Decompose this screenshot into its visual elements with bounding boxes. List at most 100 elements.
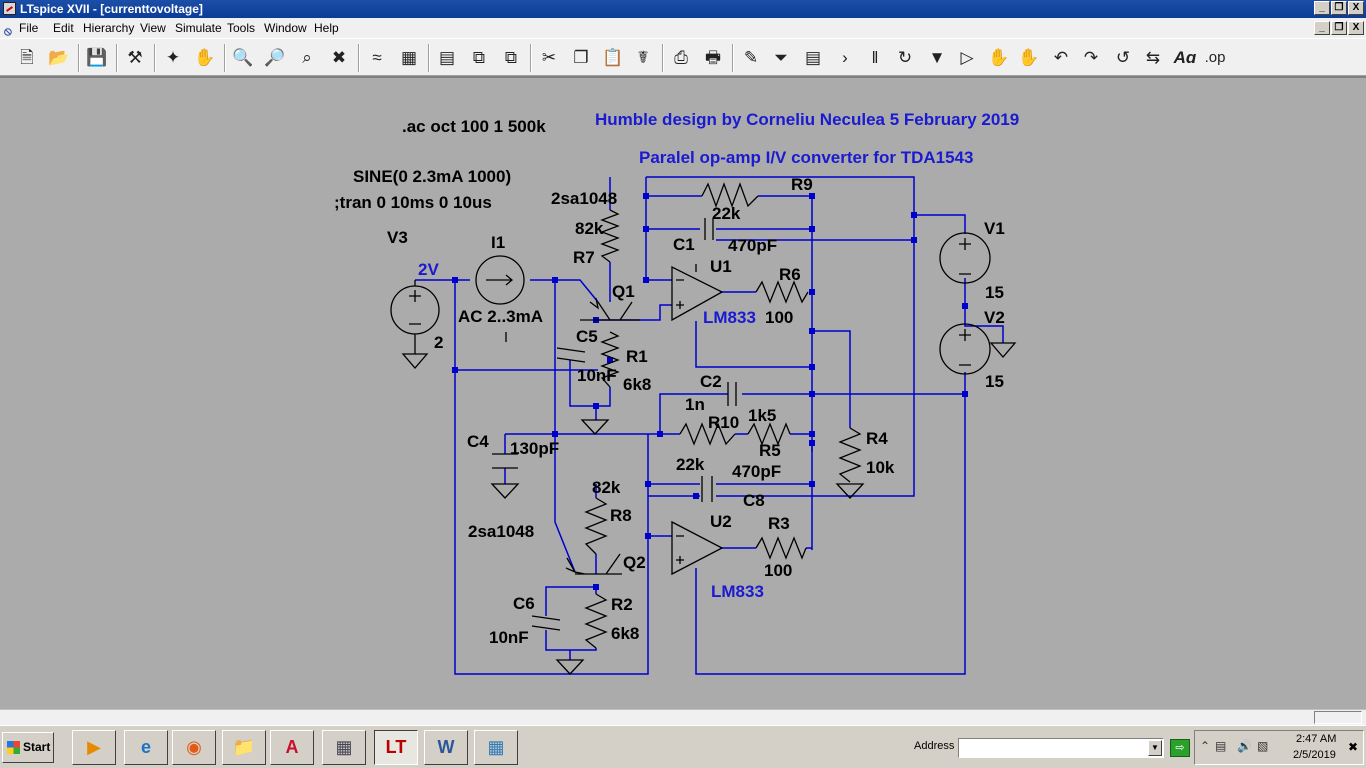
v2-label[interactable]: V2 — [984, 308, 1005, 327]
menu-window[interactable]: Window — [264, 21, 307, 35]
schematic-canvas[interactable]: .ac oct 100 1 500k Humble design by Corn… — [0, 76, 1366, 709]
u1-label[interactable]: U1 — [710, 257, 732, 276]
v1-label[interactable]: V1 — [984, 219, 1005, 238]
network-icon[interactable]: ▤ — [1215, 739, 1227, 753]
move-icon[interactable]: ✋ — [988, 48, 1010, 67]
inductor-icon[interactable]: ↻ — [897, 48, 913, 67]
control-panel-icon[interactable]: ⚒ — [127, 48, 143, 67]
rotate-icon[interactable]: ↺ — [1115, 48, 1131, 67]
wire[interactable] — [454, 280, 672, 675]
r1-symbol[interactable] — [600, 331, 620, 388]
r6-label[interactable]: R6 — [779, 265, 801, 284]
text-icon[interactable]: Aɑ — [1173, 48, 1197, 67]
wire[interactable] — [569, 360, 611, 407]
v1-symbol[interactable] — [939, 232, 991, 284]
ground-icon[interactable]: ⏷ — [774, 48, 788, 67]
cut-icon[interactable]: ✂ — [541, 48, 557, 67]
menu-file[interactable]: File — [19, 21, 39, 35]
clock-date[interactable]: 2/5/2019 — [1293, 749, 1336, 761]
sine-directive[interactable]: SINE(0 2.3mA 1000) — [353, 167, 512, 186]
r5-value[interactable]: 1k5 — [748, 406, 777, 425]
r4-label[interactable]: R4 — [866, 429, 888, 448]
wire[interactable] — [646, 176, 915, 497]
c8-symbol[interactable] — [701, 476, 713, 502]
undo-icon[interactable]: ↶ — [1053, 48, 1069, 67]
signal-icon[interactable]: ▧ — [1257, 739, 1269, 753]
c6-label[interactable]: C6 — [513, 594, 535, 613]
mdi-minimize-button[interactable]: _ — [1314, 21, 1330, 35]
minimize-button[interactable]: _ — [1314, 1, 1330, 15]
mdi-restore-button[interactable]: ❐ — [1331, 21, 1347, 35]
address-field[interactable] — [958, 738, 1164, 758]
i1-symbol[interactable] — [475, 255, 525, 305]
resistor-icon[interactable]: › — [842, 48, 848, 67]
u2-model[interactable]: LM833 — [711, 582, 764, 601]
r10-label[interactable]: R10 — [708, 413, 740, 432]
copy-icon[interactable]: ❐ — [573, 48, 589, 67]
find-icon[interactable]: ☤ — [637, 48, 649, 67]
wire[interactable] — [659, 393, 965, 434]
wire[interactable] — [569, 587, 597, 660]
r7-symbol[interactable] — [600, 209, 620, 263]
start-button[interactable]: Start — [2, 732, 54, 763]
zoom-cancel-icon[interactable]: ✖ — [331, 48, 347, 67]
r5-symbol[interactable] — [747, 422, 791, 446]
menu-view[interactable]: View — [140, 21, 166, 35]
u1-model[interactable]: LM833 — [703, 308, 756, 327]
wire[interactable] — [914, 214, 966, 234]
volume-icon[interactable]: 🔊 — [1237, 739, 1252, 753]
r8-symbol[interactable] — [584, 497, 608, 555]
q1-model[interactable]: 2sa1048 — [551, 189, 618, 208]
i1-value[interactable]: AC 2..3mA — [458, 307, 544, 326]
c2-value[interactable]: 1n — [685, 395, 705, 414]
q2-symbol[interactable] — [574, 553, 622, 575]
c4-label[interactable]: C4 — [467, 432, 489, 451]
internet-explorer-icon[interactable]: e — [124, 730, 168, 765]
word-icon[interactable]: W — [424, 730, 468, 765]
r3-symbol[interactable] — [755, 536, 807, 560]
r9-symbol[interactable] — [701, 182, 759, 208]
firefox-icon[interactable]: ◉ — [172, 730, 216, 765]
menu-tools[interactable]: Tools — [227, 21, 256, 35]
ltspice-app-icon[interactable] — [3, 2, 16, 15]
menu-simulate[interactable]: Simulate — [175, 21, 222, 35]
calculator-icon[interactable]: ▦ — [322, 730, 366, 765]
drag-icon[interactable]: ✋ — [1018, 48, 1040, 67]
wire[interactable] — [695, 372, 966, 675]
u2-label[interactable]: U2 — [710, 512, 732, 531]
wire[interactable] — [695, 321, 812, 368]
net-2v-label[interactable]: 2V — [418, 260, 439, 279]
r1-value[interactable]: 6k8 — [623, 375, 652, 394]
zoom-fit-icon[interactable]: ⌕ — [302, 48, 312, 67]
show-desktop-icon[interactable]: ✖ — [1348, 740, 1359, 754]
c1-value[interactable]: 470pF — [728, 236, 778, 255]
v2-value[interactable]: 15 — [985, 372, 1004, 391]
r6-symbol[interactable] — [755, 280, 809, 304]
close-button[interactable]: X — [1348, 1, 1364, 15]
zoom-out-icon[interactable]: 🔎 — [264, 48, 286, 67]
q2-model[interactable]: 2sa1048 — [468, 522, 535, 541]
menu-hierarchy[interactable]: Hierarchy — [83, 21, 135, 35]
address-go-button[interactable]: ⇨ — [1170, 739, 1190, 757]
u2-opamp-symbol[interactable] — [671, 520, 724, 576]
description-comment[interactable]: Paralel op-amp I/V converter for TDA1543 — [639, 148, 974, 167]
label-net-icon[interactable]: ▤ — [804, 48, 822, 67]
r3-value[interactable]: 100 — [764, 561, 793, 580]
waveform-icon[interactable]: ≈ — [372, 48, 382, 67]
c5-symbol[interactable] — [556, 347, 586, 363]
capacitor-icon[interactable]: ‖ — [871, 48, 879, 67]
r3-label[interactable]: R3 — [768, 514, 790, 533]
component-icon[interactable]: ▷ — [960, 48, 974, 67]
address-dropdown-icon[interactable]: ▼ — [1148, 740, 1162, 756]
q1-label[interactable]: Q1 — [612, 282, 635, 301]
v3-value[interactable]: 2 — [434, 333, 444, 352]
wire[interactable] — [596, 304, 672, 321]
v1-value[interactable]: 15 — [985, 283, 1004, 302]
mirror-icon[interactable]: ⇆ — [1145, 48, 1161, 67]
print-setup-icon[interactable]: ⎙ — [674, 48, 688, 67]
v3-label[interactable]: V3 — [387, 228, 408, 247]
u1-opamp-symbol[interactable] — [671, 265, 724, 322]
paste-icon[interactable]: 📋 — [602, 48, 624, 67]
c2-label[interactable]: C2 — [700, 372, 722, 391]
v2-symbol[interactable] — [939, 323, 991, 375]
